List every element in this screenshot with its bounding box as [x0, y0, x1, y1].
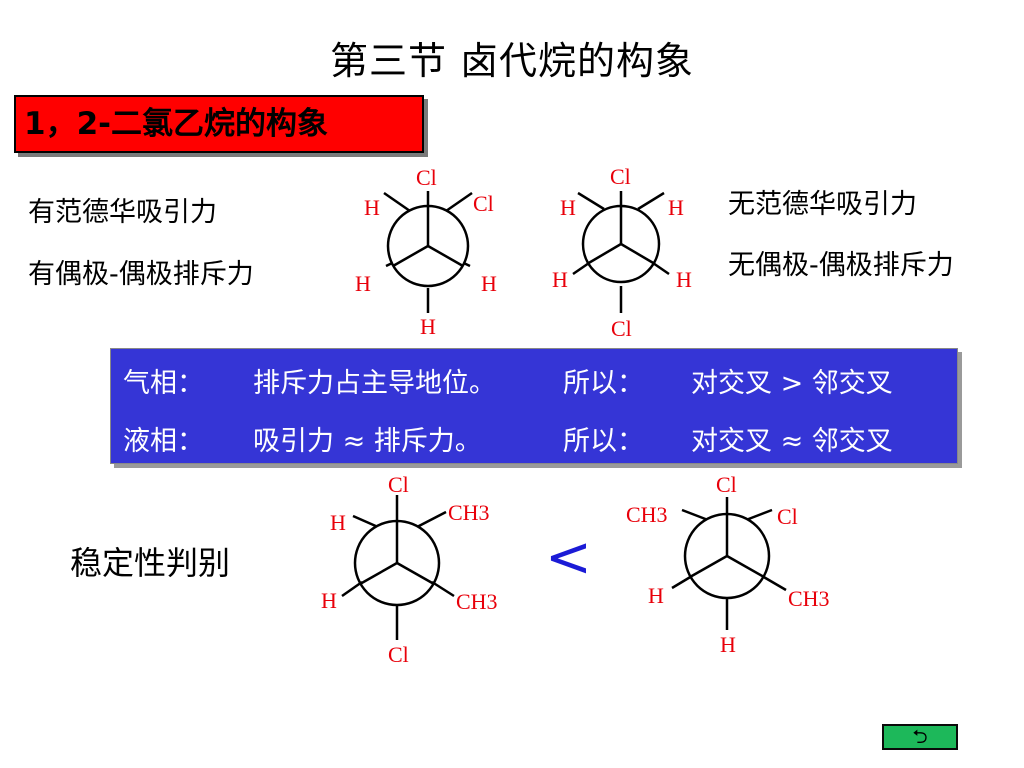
phase-statement: 吸引力 ≈ 排斥力。 — [253, 426, 482, 457]
phase-label: 气相： — [123, 368, 204, 399]
right-note-repulsion: 无偶极-偶极排斥力 — [728, 250, 954, 281]
atom-label: H — [355, 271, 371, 296]
atom-label: Cl — [716, 472, 737, 497]
atom-label: Cl — [610, 164, 631, 189]
atom-label: H — [552, 267, 568, 292]
atom-label: Cl — [388, 472, 409, 497]
phase-conclusion: 对交叉 > 邻交叉 — [691, 368, 893, 399]
page-title: 第三节 卤代烷的构象 — [329, 39, 695, 83]
left-note-repulsion: 有偶极-偶极排斥力 — [28, 259, 254, 290]
atom-label: CH3 — [456, 589, 498, 614]
atom-label: Cl — [611, 316, 632, 341]
newman-dichlorobutane-a — [341, 495, 455, 640]
atom-label: H — [321, 588, 337, 613]
atom-label: H — [720, 632, 736, 657]
atom-label: H — [648, 583, 664, 608]
atom-label: H — [330, 510, 346, 535]
therefore-label: 所以： — [563, 426, 644, 457]
atom-label: H — [668, 195, 684, 220]
atom-label: CH3 — [626, 502, 668, 527]
atom-label: CH3 — [448, 500, 490, 525]
left-note-attraction: 有范德华吸引力 — [28, 197, 217, 228]
return-arrow-icon: ⮌ — [912, 726, 928, 748]
less-than-symbol: < — [545, 525, 592, 590]
phase-comparison-box: 气相： 排斥力占主导地位。 所以： 对交叉 > 邻交叉 液相： 吸引力 ≈ 排斥… — [110, 348, 958, 464]
atom-label: Cl — [416, 165, 437, 190]
newman-dichlorobutane-b — [671, 497, 787, 630]
atom-label: Cl — [388, 642, 409, 667]
atom-label: Cl — [777, 504, 798, 529]
return-button[interactable]: ⮌ — [882, 724, 958, 750]
phase-conclusion: 对交叉 ≈ 邻交叉 — [691, 426, 893, 457]
atom-label: CH3 — [788, 586, 830, 611]
atom-label: H — [560, 195, 576, 220]
atom-label: H — [676, 267, 692, 292]
back-bond-top-left — [383, 191, 411, 213]
therefore-label: 所以： — [563, 368, 644, 399]
phase-label: 液相： — [123, 426, 204, 457]
section-label: 1，2-二氯乙烷的构象 — [14, 95, 424, 153]
atom-label: H — [481, 271, 497, 296]
right-note-attraction: 无范德华吸引力 — [728, 189, 917, 220]
back-bond-top-right — [445, 191, 473, 213]
atom-label: H — [364, 195, 380, 220]
atom-label: H — [420, 314, 436, 339]
phase-statement: 排斥力占主导地位。 — [253, 368, 496, 399]
stability-label: 稳定性判别 — [70, 544, 231, 582]
newman-anti-dichloroethane — [572, 191, 670, 313]
atom-label: Cl — [473, 191, 494, 216]
newman-gauche-dichloroethane — [383, 191, 473, 313]
